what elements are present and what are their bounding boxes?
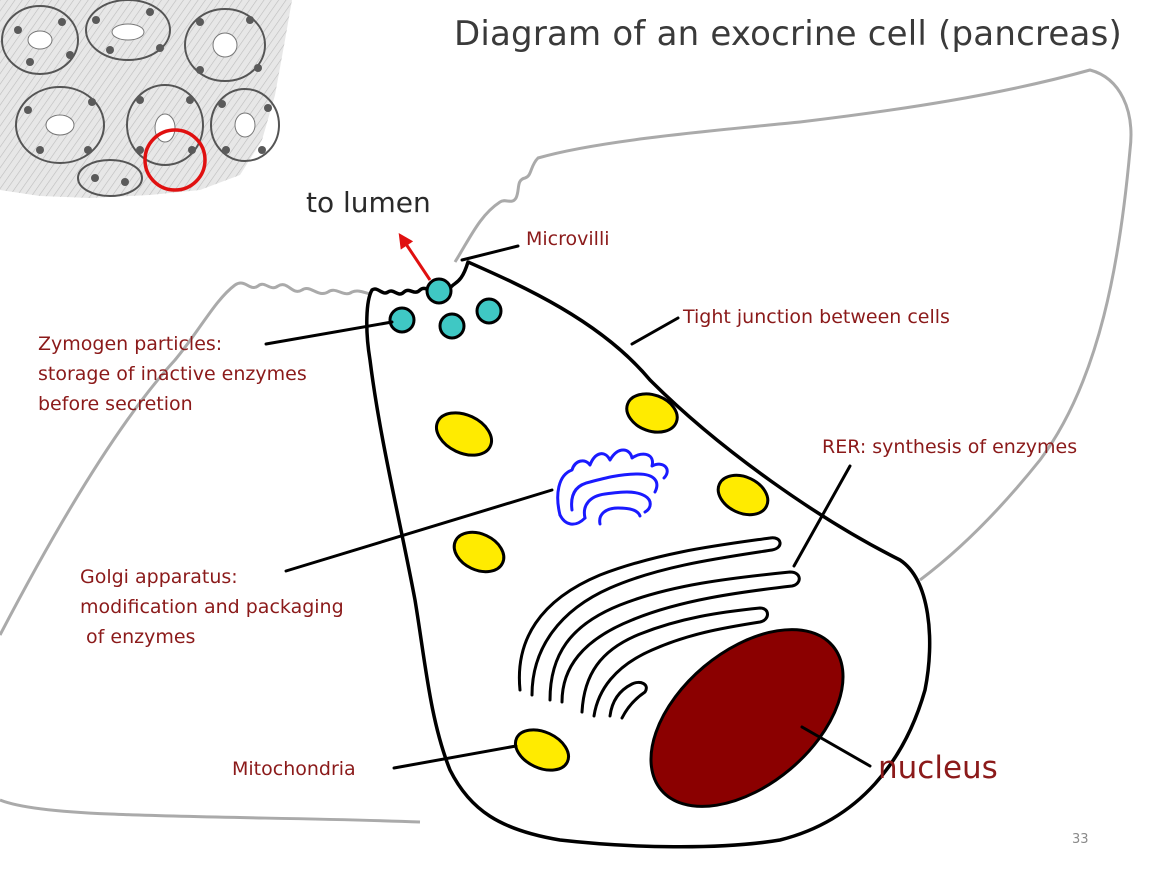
microvilli-leader — [460, 244, 520, 262]
histology-inset-image — [0, 0, 292, 198]
neighbor-cell-outlines — [0, 68, 1133, 824]
mitochondria-leader — [392, 744, 518, 770]
zymogen-particles — [388, 277, 503, 340]
nucleus — [649, 628, 845, 808]
mitochondria-group — [435, 392, 770, 772]
nucleus-leader — [800, 725, 872, 768]
page-number: 33 — [1072, 832, 1089, 847]
golgi-leader — [284, 488, 554, 573]
mitochondria-label: Mitochondria — [232, 758, 356, 780]
nucleus-label: nucleus — [878, 750, 998, 786]
zymogen-label-line: before secretion — [38, 393, 193, 415]
zymogen-granule — [388, 306, 416, 334]
microvilli-label: Microvilli — [526, 228, 610, 250]
golgi-label: Golgi apparatus: modification and packag… — [80, 562, 344, 652]
rer-label: RER: synthesis of enzymes — [822, 436, 1078, 458]
tight-junction-label: Tight junction between cells — [683, 306, 950, 328]
golgi-label-line: modification and packaging — [80, 596, 344, 618]
tight-junction-leader — [630, 316, 680, 346]
zymogen-granule — [438, 312, 466, 340]
zymogen-label: Zymogen particles: storage of inactive e… — [38, 329, 307, 419]
zymogen-granule — [475, 297, 503, 325]
mitochondrion — [435, 411, 493, 457]
zymogen-label-line: storage of inactive enzymes — [38, 363, 307, 385]
golgi-apparatus — [556, 448, 669, 526]
golgi-label-line: of enzymes — [80, 626, 196, 648]
mitochondrion — [514, 728, 570, 772]
zymogen-leader — [264, 320, 394, 346]
zymogen-label-line: Zymogen particles: — [38, 333, 223, 355]
golgi-label-line: Golgi apparatus: — [80, 566, 238, 588]
mitochondrion — [716, 473, 770, 517]
mitochondrion — [452, 530, 506, 574]
page-title: Diagram of an exocrine cell (pancreas) — [454, 14, 1122, 54]
mitochondrion — [625, 392, 679, 434]
lumen-direction-label: to lumen — [306, 186, 431, 219]
rer-leader — [792, 464, 852, 568]
zymogen-granule — [425, 277, 453, 305]
lumen-arrow — [398, 233, 432, 281]
rough-endoplasmic-reticulum — [517, 536, 801, 720]
inset-highlight-circle — [143, 128, 207, 192]
leader-lines — [264, 244, 872, 770]
